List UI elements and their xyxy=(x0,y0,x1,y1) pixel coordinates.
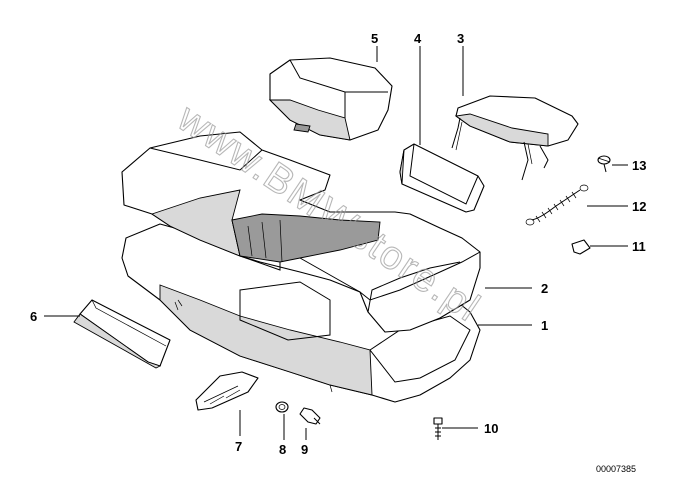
callout-13: 13 xyxy=(632,158,646,173)
part-5-armrest xyxy=(268,57,393,141)
part-12-spring xyxy=(525,184,589,226)
part-2-seat-cushion xyxy=(121,131,481,333)
leader-lines xyxy=(44,46,628,440)
document-number: 00007385 xyxy=(596,464,636,474)
part-6-trim-panel xyxy=(73,299,171,369)
callout-1: 1 xyxy=(541,318,548,333)
callout-5: 5 xyxy=(371,31,378,46)
callout-4: 4 xyxy=(414,31,422,46)
callout-7: 7 xyxy=(235,439,242,454)
part-7-bracket xyxy=(195,371,259,411)
callout-11: 11 xyxy=(632,239,646,254)
part-11-clip xyxy=(571,239,591,255)
callout-6: 6 xyxy=(30,309,37,324)
callout-8: 8 xyxy=(279,442,286,457)
part-8-nut xyxy=(275,401,289,413)
callout-3: 3 xyxy=(457,31,464,46)
part-9-bolt xyxy=(299,407,321,425)
callout-10: 10 xyxy=(484,421,498,436)
callout-2: 2 xyxy=(541,281,548,296)
part-4-pad xyxy=(399,143,485,213)
part-10-screw xyxy=(433,417,443,440)
part-3-headrest xyxy=(451,95,579,181)
callout-12: 12 xyxy=(632,199,646,214)
callout-9: 9 xyxy=(301,442,308,457)
part-13-screw xyxy=(597,155,611,173)
